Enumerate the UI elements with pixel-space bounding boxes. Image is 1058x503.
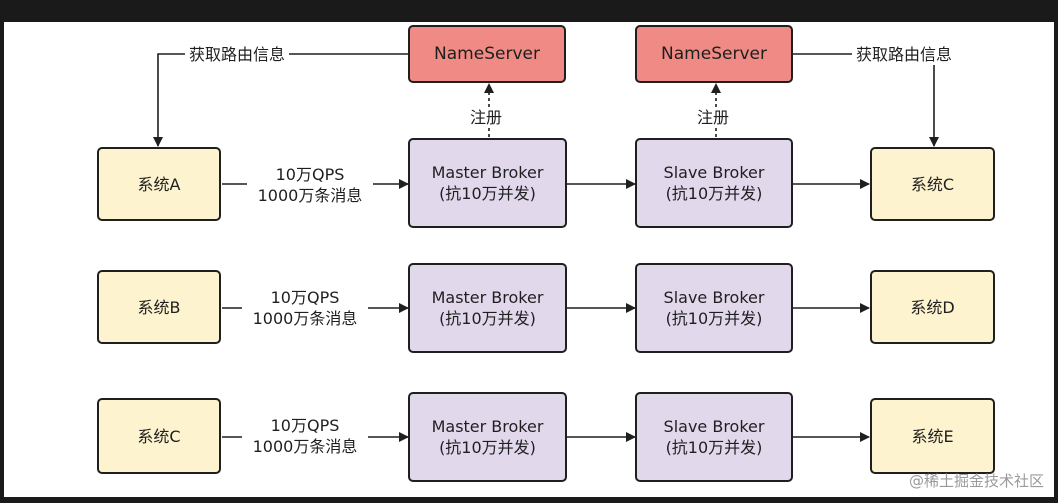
nameserver-node-1: NameServer xyxy=(408,25,566,83)
throughput-label-1: 10万QPS 1000万条消息 xyxy=(247,164,373,206)
broker-capacity: (抗10万并发) xyxy=(439,438,536,457)
broker-capacity: (抗10万并发) xyxy=(439,184,536,203)
messages-text: 1000万条消息 xyxy=(257,186,363,205)
broker-name: Slave Broker xyxy=(663,163,765,182)
broker-name: Master Broker xyxy=(431,163,544,182)
consumer-node-3: 系统E xyxy=(870,398,995,474)
broker-capacity: (抗10万并发) xyxy=(439,309,536,328)
nameserver-label: NameServer xyxy=(434,43,540,64)
register-label-2: 注册 xyxy=(695,107,732,128)
broker-name: Slave Broker xyxy=(663,417,765,436)
consumer-node-1: 系统C xyxy=(870,147,995,221)
route-arrow-right xyxy=(793,53,939,147)
consumer-label: 系统C xyxy=(910,174,955,194)
nameserver-label: NameServer xyxy=(661,43,767,64)
producer-label: 系统B xyxy=(137,297,181,317)
broker-name: Master Broker xyxy=(431,417,544,436)
route-label-right: 获取路由信息 xyxy=(852,44,957,65)
broker-capacity: (抗10万并发) xyxy=(665,309,763,328)
master-broker-node-2: Master Broker (抗10万并发) xyxy=(408,263,567,353)
nameserver-node-2: NameServer xyxy=(635,25,793,83)
consumer-node-2: 系统D xyxy=(870,270,995,344)
master-broker-node-1: Master Broker (抗10万并发) xyxy=(408,138,567,228)
broker-capacity: (抗10万并发) xyxy=(665,184,763,203)
producer-label: 系统A xyxy=(137,174,181,194)
broker-capacity: (抗10万并发) xyxy=(665,438,763,457)
producer-node-3: 系统C xyxy=(97,398,221,474)
producer-node-1: 系统A xyxy=(97,147,221,221)
register-label-1: 注册 xyxy=(468,107,505,128)
consumer-label: 系统E xyxy=(911,426,954,446)
slave-broker-node-1: Slave Broker (抗10万并发) xyxy=(635,138,793,228)
broker-name: Master Broker xyxy=(431,288,544,307)
qps-text: 10万QPS xyxy=(270,288,340,307)
master-broker-node-3: Master Broker (抗10万并发) xyxy=(408,392,567,482)
qps-text: 10万QPS xyxy=(270,416,340,435)
slave-broker-node-2: Slave Broker (抗10万并发) xyxy=(635,263,793,353)
messages-text: 1000万条消息 xyxy=(252,437,358,456)
watermark-text: @稀土掘金技术社区 xyxy=(908,472,1044,490)
throughput-label-2: 10万QPS 1000万条消息 xyxy=(242,287,368,329)
messages-text: 1000万条消息 xyxy=(252,309,358,328)
route-label-left: 获取路由信息 xyxy=(185,44,290,65)
route-arrow-left xyxy=(153,53,408,147)
throughput-label-3: 10万QPS 1000万条消息 xyxy=(242,415,368,457)
producer-label: 系统C xyxy=(137,426,181,446)
slave-broker-node-3: Slave Broker (抗10万并发) xyxy=(635,392,793,482)
qps-text: 10万QPS xyxy=(275,165,345,184)
consumer-label: 系统D xyxy=(910,297,955,317)
broker-name: Slave Broker xyxy=(663,288,765,307)
producer-node-2: 系统B xyxy=(97,270,221,344)
